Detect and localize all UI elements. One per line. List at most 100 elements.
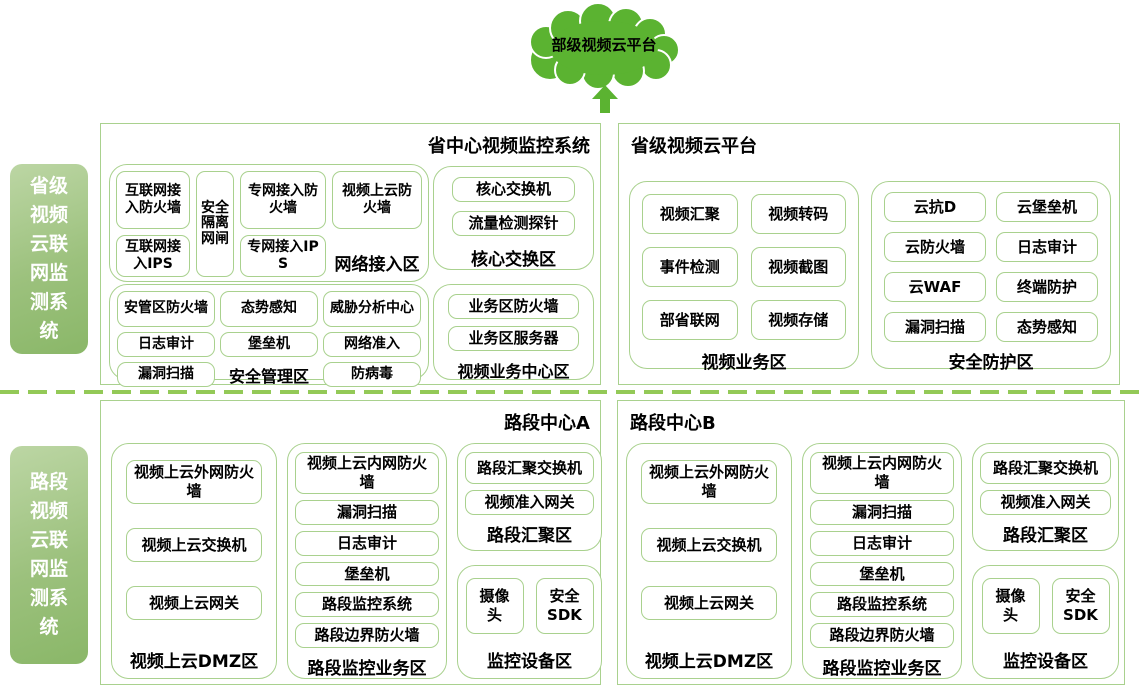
box-road-border-firewall: 路段边界防火墙	[810, 623, 954, 648]
box-cloud-bastion: 云堡垒机	[996, 192, 1098, 222]
zone-road-monitor-a-label: 路段监控业务区	[307, 658, 427, 679]
box-road-agg-switch: 路段汇聚交换机	[465, 452, 594, 485]
box-event-detection: 事件检测	[642, 247, 738, 287]
zone-road-agg-b-label: 路段汇聚区	[1003, 526, 1088, 546]
box-internet-access-ips: 互联网接入IPS	[116, 235, 190, 277]
box-core-switch: 核心交换机	[452, 177, 575, 202]
panel-road-center-a-title: 路段中心A	[504, 413, 590, 434]
zone-security-protect-label: 安全防护区	[948, 353, 1034, 373]
zone-road-agg-a-label: 路段汇聚区	[487, 526, 572, 546]
box-bastion-host: 堡垒机	[810, 561, 954, 587]
zone-road-monitor-b-label: 路段监控业务区	[822, 658, 942, 679]
zone-device-a: 摄像头 安全SDK 监控设备区	[457, 565, 602, 679]
box-cloud-log-audit: 日志审计	[996, 232, 1098, 262]
box-video-cloud-extranet-firewall: 视频上云外网防火墙	[640, 460, 778, 504]
box-log-audit: 日志审计	[810, 530, 954, 556]
box-video-cloud-intranet-firewall: 视频上云内网防火墙	[810, 452, 954, 494]
zone-road-monitor-a: 视频上云内网防火墙 漏洞扫描 日志审计 堡垒机 路段监控系统 路段边界防火墙 路…	[287, 443, 447, 679]
box-video-access-gateway: 视频准入网关	[980, 490, 1111, 515]
zone-dmz-a: 视频上云外网防火墙 视频上云交换机 视频上云网关 视频上云DMZ区	[111, 443, 277, 679]
panel-road-center-b: 路段中心B 视频上云外网防火墙 视频上云交换机 视频上云网关 视频上云DMZ区 …	[617, 400, 1125, 685]
up-arrow-icon	[592, 85, 618, 113]
panel-province-monitor: 省中心视频监控系统 互联网接入防火墙 安全隔离网闸 专网接入防火墙 视频上云防火…	[100, 123, 601, 387]
box-log-audit: 日志审计	[117, 332, 215, 357]
zone-road-agg-b: 路段汇聚交换机 视频准入网关 路段汇聚区	[972, 443, 1119, 551]
box-security-sdk: 安全SDK	[535, 578, 594, 634]
zone-video-biz: 视频汇聚 视频转码 事件检测 视频截图 部省联网 视频存储 视频业务区	[629, 181, 859, 373]
zone-video-biz-label: 视频业务区	[701, 353, 787, 373]
panel-province-monitor-title: 省中心视频监控系统	[428, 136, 590, 157]
sidebar-road-system-label: 路段视频云联网监测系统	[29, 471, 68, 638]
zone-video-biz-center: 业务区防火墙 业务区服务器 视频业务中心区	[433, 284, 594, 381]
box-cloud-firewall: 云防火墙	[884, 232, 986, 262]
box-network-access-control: 网络准入	[323, 332, 421, 357]
box-cloud-waf: 云WAF	[884, 272, 986, 302]
box-mgmt-zone-firewall: 安管区防火墙	[117, 291, 215, 327]
box-bastion-host: 堡垒机	[220, 332, 318, 357]
zone-security-mgmt-label: 安全管理区	[228, 366, 309, 386]
box-video-storage: 视频存储	[750, 300, 846, 340]
zone-dmz-b: 视频上云外网防火墙 视频上云交换机 视频上云网关 视频上云DMZ区	[626, 443, 792, 679]
box-security-isolation-gatekeeper: 安全隔离网闸	[196, 171, 234, 277]
cloud-shape-icon	[529, 4, 680, 90]
box-video-snapshot: 视频截图	[750, 247, 846, 287]
zone-video-biz-center-label: 视频业务中心区	[457, 361, 570, 381]
box-video-cloud-switch: 视频上云交换机	[125, 528, 263, 562]
sidebar-road-system: 路段视频云联网监测系统	[10, 446, 88, 664]
box-endpoint-protection: 终端防护	[996, 272, 1098, 302]
box-biz-zone-firewall: 业务区防火墙	[447, 294, 580, 319]
box-log-audit: 日志审计	[295, 530, 439, 556]
box-vuln-scan: 漏洞扫描	[810, 500, 954, 525]
zone-security-protect: 云抗D 云堡垒机 云防火墙 日志审计 云WAF 终端防护 漏洞扫描 态势感知 安…	[871, 181, 1111, 373]
box-cloud-anti-ddos: 云抗D	[884, 192, 986, 222]
sidebar-province-system-label: 省级视频云联网监测系统	[29, 175, 68, 342]
section-divider-dashed-line	[0, 390, 1146, 394]
zone-network-access-label: 网络接入区	[334, 255, 420, 275]
box-video-cloud-gateway: 视频上云网关	[125, 586, 263, 620]
box-video-cloud-extranet-firewall: 视频上云外网防火墙	[125, 460, 263, 504]
zone-core-switch-label: 核心交换区	[471, 249, 556, 270]
zone-dmz-b-label: 视频上云DMZ区	[644, 652, 774, 672]
box-ministry-province-link: 部省联网	[642, 300, 738, 340]
box-private-net-access-firewall: 专网接入防火墙	[240, 171, 326, 229]
panel-road-center-a: 路段中心A 视频上云外网防火墙 视频上云交换机 视频上云网关 视频上云DMZ区 …	[100, 400, 602, 685]
box-road-border-firewall: 路段边界防火墙	[295, 623, 439, 648]
zone-road-monitor-b: 视频上云内网防火墙 漏洞扫描 日志审计 堡垒机 路段监控系统 路段边界防火墙 路…	[802, 443, 962, 679]
box-situation-awareness: 态势感知	[220, 291, 318, 327]
box-road-monitor-system: 路段监控系统	[810, 592, 954, 617]
box-road-monitor-system: 路段监控系统	[295, 592, 439, 617]
box-cloud-situation-awareness: 态势感知	[996, 312, 1098, 342]
box-video-aggregation: 视频汇聚	[642, 194, 738, 234]
ministry-cloud-platform-label: 部级视频云平台	[551, 36, 657, 54]
zone-device-b-label: 监控设备区	[1003, 652, 1088, 672]
box-video-cloud-intranet-firewall: 视频上云内网防火墙	[295, 452, 439, 494]
zone-device-a-label: 监控设备区	[487, 652, 572, 672]
box-traffic-detection-probe: 流量检测探针	[452, 210, 575, 236]
sidebar-province-system: 省级视频云联网监测系统	[10, 164, 88, 354]
box-camera: 摄像头	[465, 578, 524, 634]
box-bastion-host: 堡垒机	[295, 561, 439, 587]
box-antivirus: 防病毒	[323, 362, 421, 387]
box-video-access-gateway: 视频准入网关	[465, 490, 594, 515]
box-video-cloud-gateway: 视频上云网关	[640, 586, 778, 620]
panel-province-cloud: 省级视频云平台 视频汇聚 视频转码 事件检测 视频截图 部省联网 视频存储 视频…	[618, 123, 1120, 385]
box-biz-zone-server: 业务区服务器	[447, 325, 580, 351]
box-vuln-scan: 漏洞扫描	[117, 362, 215, 387]
zone-road-agg-a: 路段汇聚交换机 视频准入网关 路段汇聚区	[457, 443, 602, 551]
box-private-net-access-ips: 专网接入IPS	[240, 235, 326, 277]
zone-dmz-a-label: 视频上云DMZ区	[129, 652, 259, 672]
box-internet-access-firewall: 互联网接入防火墙	[116, 171, 190, 229]
box-security-sdk: 安全SDK	[1051, 578, 1110, 634]
zone-device-b: 摄像头 安全SDK 监控设备区	[972, 565, 1119, 679]
box-vuln-scan: 漏洞扫描	[295, 500, 439, 525]
zone-network-access: 互联网接入防火墙 安全隔离网闸 专网接入防火墙 视频上云防火墙 互联网接入IPS…	[109, 164, 429, 282]
panel-province-cloud-title: 省级视频云平台	[631, 136, 757, 157]
box-camera: 摄像头	[981, 578, 1040, 634]
box-video-cloud-firewall: 视频上云防火墙	[332, 171, 422, 229]
box-video-transcode: 视频转码	[750, 194, 846, 234]
zone-security-mgmt: 安管区防火墙 态势感知 威胁分析中心 日志审计 堡垒机 网络准入 漏洞扫描 安全…	[109, 284, 429, 387]
zone-core-switch: 核心交换机 流量检测探针 核心交换区	[433, 166, 594, 270]
box-road-agg-switch: 路段汇聚交换机	[980, 452, 1111, 485]
box-threat-analysis-center: 威胁分析中心	[323, 291, 421, 327]
